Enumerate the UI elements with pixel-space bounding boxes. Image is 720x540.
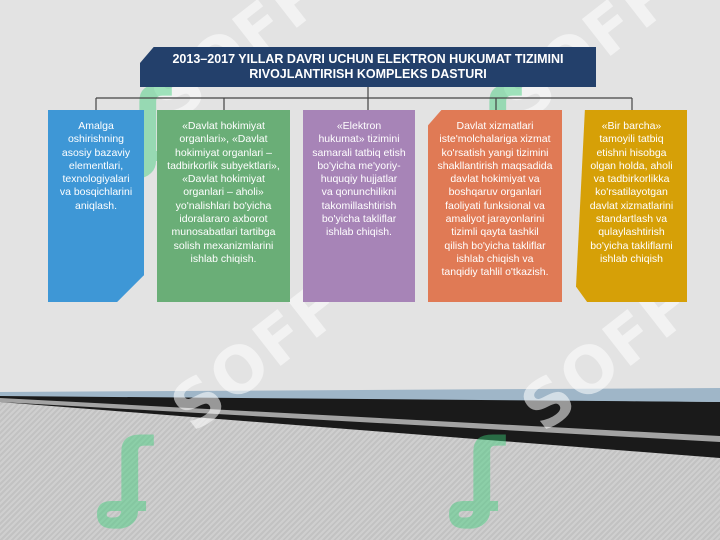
- card-5-text: «Bir barcha» tamoyili tatbiq etishni his…: [589, 120, 674, 265]
- watermark-logo-icon: ʆ: [100, 419, 153, 531]
- card-4: Davlat xizmatlari iste'molchalariga xizm…: [428, 110, 562, 302]
- watermark-logo-icon: ʆ: [452, 419, 505, 531]
- connector-lines: [95, 87, 633, 110]
- title-line-2: RIVOJLANTIRISH KOMPLEKS DASTURI: [249, 67, 487, 81]
- card-4-text: Davlat xizmatlari iste'molchalariga xizm…: [437, 120, 553, 279]
- card-1-text: Amalga oshirishning asosiy bazaviy eleme…: [59, 120, 133, 212]
- card-1: Amalga oshirishning asosiy bazaviy eleme…: [48, 110, 144, 302]
- card-3: «Elektron hukumat» tizimini samarali tat…: [303, 110, 415, 302]
- card-3-text: «Elektron hukumat» tizimini samarali tat…: [312, 120, 406, 239]
- diagram-title: 2013–2017 YILLAR DAVRI UCHUN ELEKTRON HU…: [140, 47, 596, 87]
- title-line-1: 2013–2017 YILLAR DAVRI UCHUN ELEKTRON HU…: [172, 52, 564, 66]
- card-2-text: «Davlat hokimiyat organlari», «Davlat ho…: [167, 120, 280, 265]
- footer-swoosh: [0, 388, 720, 458]
- card-2: «Davlat hokimiyat organlari», «Davlat ho…: [157, 110, 290, 302]
- card-5: «Bir barcha» tamoyili tatbiq etishni his…: [576, 110, 687, 302]
